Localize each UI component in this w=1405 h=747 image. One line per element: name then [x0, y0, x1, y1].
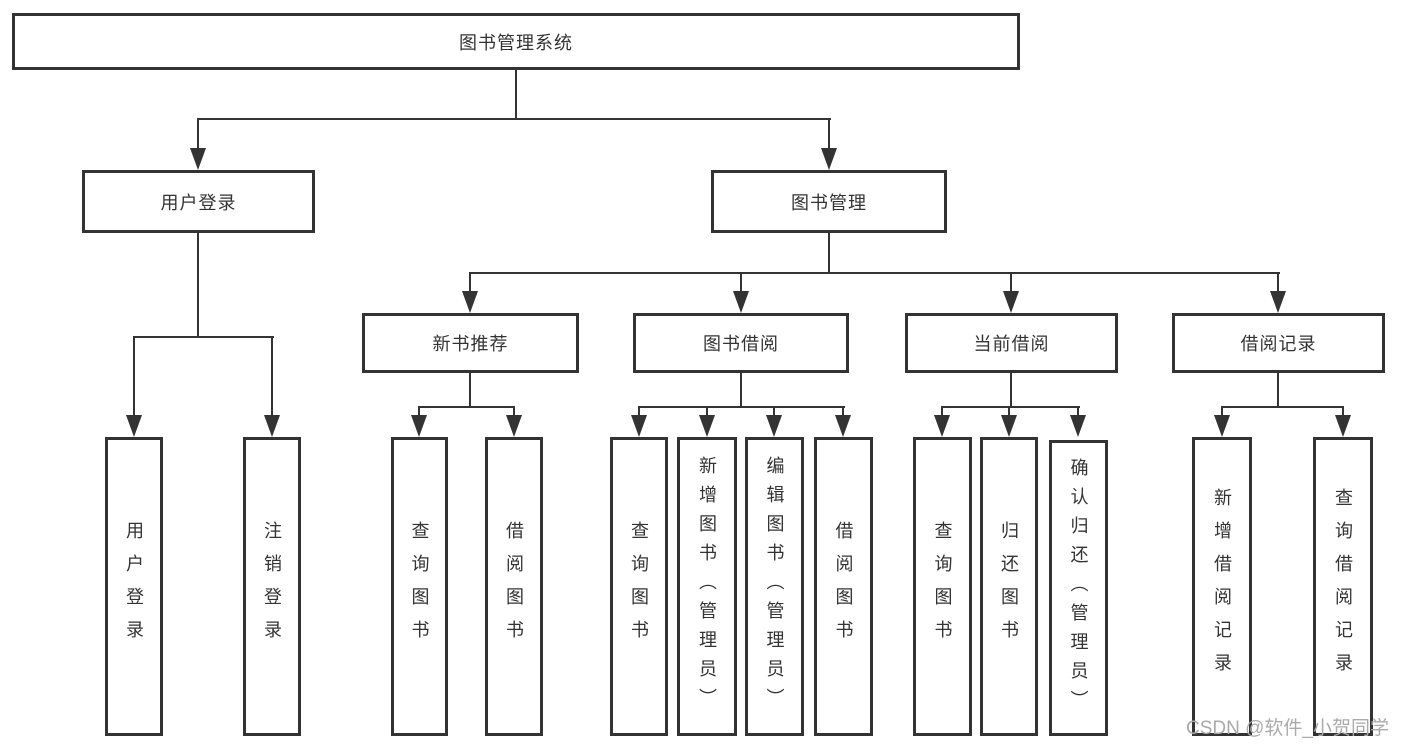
node-book-management: 图书管理 [711, 170, 947, 233]
node-root-library-system: 图书管理系统 [12, 13, 1020, 70]
connector-drop [1077, 406, 1079, 417]
leaf-label: 借阅图书 [504, 520, 524, 653]
node-book-borrowing: 图书借阅 [633, 313, 849, 373]
connector-drop [513, 406, 515, 417]
leaf-query-borrow-record: 查询借阅记录 [1313, 437, 1373, 736]
node-root-label: 图书管理系统 [459, 32, 573, 53]
arrowhead-down-icon [1070, 415, 1086, 437]
connector-drop-current-borrowing [1010, 272, 1012, 293]
leaf-label: 查询图书 [932, 520, 953, 653]
arrowhead-down-icon [506, 415, 522, 437]
connector-drop-logout [271, 336, 273, 416]
leaf-label: 新增借阅记录 [1212, 487, 1232, 686]
leaf-query-books-borrowing: 查询图书 [610, 437, 668, 736]
connector-drop [1221, 406, 1223, 417]
arrowhead-down-icon [821, 148, 837, 170]
leaf-return-books: 归还图书 [980, 437, 1038, 736]
node-new-book-recommend-label: 新书推荐 [432, 334, 509, 354]
leaf-borrow-books: 借阅图书 [814, 437, 873, 736]
leaf-logout: 注销登录 [243, 437, 301, 736]
arrowhead-down-icon [766, 415, 782, 437]
connector-user-login-rail [133, 336, 274, 338]
leaf-logout-label: 注销登录 [262, 520, 282, 653]
arrowhead-down-icon [733, 291, 749, 313]
arrowhead-down-icon [631, 415, 647, 437]
leaf-label: 查询借阅记录 [1333, 487, 1353, 686]
connector-drop [418, 406, 420, 417]
watermark: CSDN @软件_小贺同学 [1186, 718, 1389, 739]
connector-borrowing-records-stem [1277, 373, 1279, 406]
arrowhead-down-icon [126, 415, 142, 437]
leaf-label: 编辑图书（管理员） [764, 456, 785, 717]
connector-drop-book-management [828, 118, 830, 150]
connector-book-management-stem [828, 233, 830, 272]
leaf-query-books-recommend: 查询图书 [391, 437, 448, 736]
node-borrowing-records-label: 借阅记录 [1240, 334, 1317, 354]
arrowhead-down-icon [190, 148, 206, 170]
connector-book-borrowing-rail [638, 406, 845, 408]
leaf-borrow-books-recommend: 借阅图书 [485, 437, 543, 736]
leaf-query-books-current: 查询图书 [913, 437, 972, 736]
leaf-label: 查询图书 [629, 520, 649, 653]
node-current-borrowing: 当前借阅 [905, 313, 1118, 373]
connector-new-book-stem [469, 373, 471, 406]
node-current-borrowing-label: 当前借阅 [973, 334, 1050, 354]
leaf-confirm-return-admin: 确认归还（管理员） [1049, 440, 1108, 736]
node-book-borrowing-label: 图书借阅 [703, 334, 779, 354]
leaf-user-login-label: 用户登录 [124, 520, 144, 653]
connector-drop-new-book [469, 272, 471, 293]
node-user-login: 用户登录 [82, 170, 315, 233]
arrowhead-down-icon [835, 415, 851, 437]
arrowhead-down-icon [1270, 291, 1286, 313]
connector-user-login-stem [197, 233, 199, 336]
leaf-label: 新增图书（管理员） [697, 456, 717, 717]
connector-drop-borrowing-records [1277, 272, 1279, 293]
arrowhead-down-icon [1003, 291, 1019, 313]
arrowhead-down-icon [1335, 415, 1351, 437]
connector-drop [638, 406, 640, 417]
leaf-edit-books-admin: 编辑图书（管理员） [745, 437, 804, 736]
leaf-label: 归还图书 [999, 520, 1019, 653]
connector-current-borrowing-rail [941, 406, 1080, 408]
arrowhead-down-icon [1214, 415, 1230, 437]
connector-drop [842, 406, 844, 417]
leaf-user-login: 用户登录 [105, 437, 163, 736]
connector-current-borrowing-stem [1010, 373, 1012, 406]
connector-book-borrowing-stem [740, 373, 742, 406]
arrowhead-down-icon [264, 415, 280, 437]
leaf-label: 借阅图书 [833, 520, 854, 653]
connector-drop-login [133, 336, 135, 416]
connector-drop-user-login [197, 118, 199, 150]
arrowhead-down-icon [699, 415, 715, 437]
connector-drop [706, 406, 708, 417]
arrowhead-down-icon [1001, 415, 1017, 437]
arrowhead-down-icon [411, 415, 427, 437]
connector-drop-book-borrowing [740, 272, 742, 293]
node-book-management-label: 图书管理 [791, 192, 867, 213]
arrowhead-down-icon [934, 415, 950, 437]
connector-drop [1008, 406, 1010, 417]
connector-drop [773, 406, 775, 417]
connector-drop [1342, 406, 1344, 417]
connector-borrowing-records-rail [1221, 406, 1344, 408]
node-borrowing-records: 借阅记录 [1172, 313, 1385, 373]
connector-root-rail [197, 118, 831, 120]
leaf-label: 查询图书 [409, 520, 430, 653]
arrowhead-down-icon [462, 291, 478, 313]
node-new-book-recommend: 新书推荐 [362, 313, 579, 373]
node-user-login-label: 用户登录 [160, 192, 237, 213]
leaf-add-borrow-record: 新增借阅记录 [1192, 437, 1252, 736]
connector-drop [941, 406, 943, 417]
connector-book-management-rail [469, 272, 1280, 274]
connector-new-book-rail [418, 406, 515, 408]
leaf-label: 确认归还（管理员） [1068, 457, 1089, 719]
leaf-add-books-admin: 新增图书（管理员） [677, 437, 737, 736]
connector-root-stem [515, 70, 517, 118]
